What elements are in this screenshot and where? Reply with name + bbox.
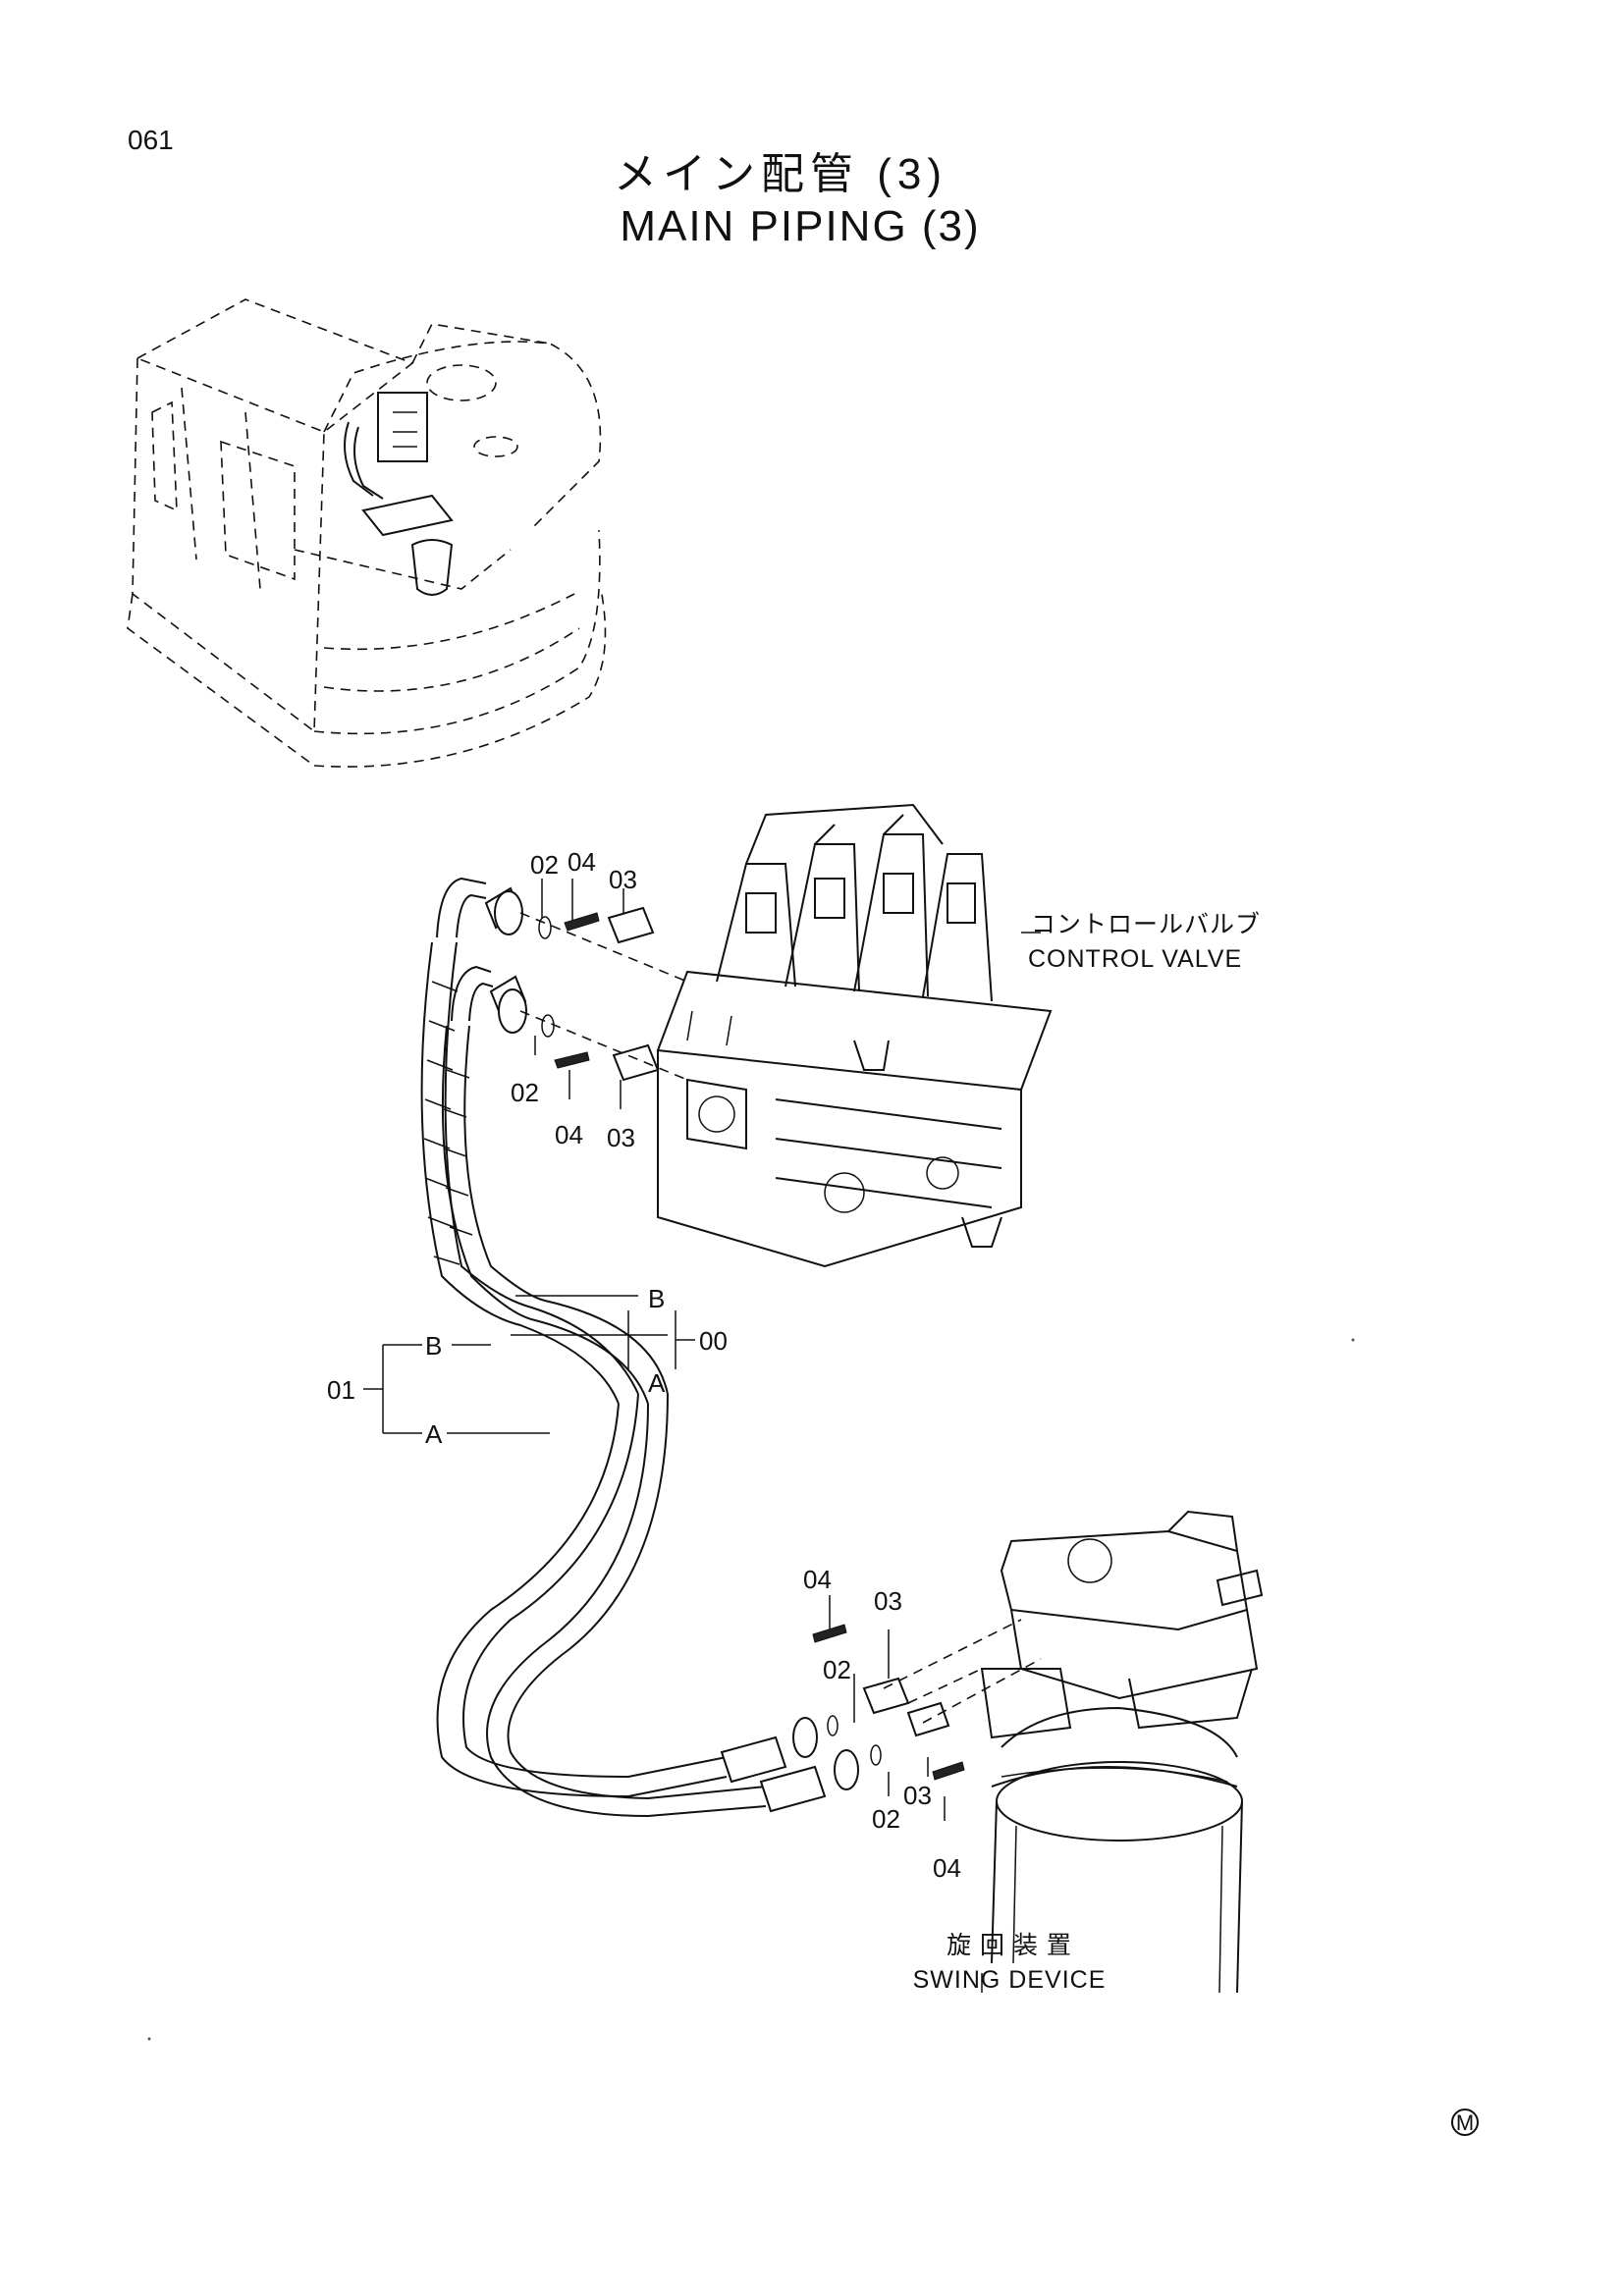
page-number: 061 [128, 125, 174, 155]
callout-lower-02-bottom: 02 [872, 1804, 900, 1834]
callout-lower-04-top: 04 [803, 1565, 832, 1594]
excavator-overview-illustration [127, 298, 607, 768]
upper-connection-hardware [494, 890, 688, 1082]
callout-hose-b-right: B [648, 1284, 665, 1313]
swing-device-illustration [980, 1510, 1264, 1994]
hose-assembly [420, 877, 827, 1818]
callout-assembly-00: 00 [699, 1326, 728, 1356]
control-valve-illustration [656, 803, 1053, 1268]
swing-device-label-english: SWING DEVICE [913, 1966, 1107, 1994]
lower-connection-hardware [792, 1619, 1042, 1790]
callout-mid-02: 02 [511, 1078, 539, 1107]
callout-mid-03: 03 [607, 1123, 635, 1152]
corner-mark-letter: M [1456, 2110, 1474, 2135]
control-valve-label-japanese: コントロールバルブ [1031, 911, 1261, 938]
callout-lower-03-bottom: 03 [903, 1781, 932, 1810]
callout-lower-02-left: 02 [823, 1655, 851, 1684]
callout-hose-a-right: A [648, 1368, 666, 1398]
callout-assembly-01: 01 [327, 1375, 355, 1405]
callout-hose-a-left: A [425, 1419, 443, 1449]
swing-device-label-japanese: 旋 回 装 置 [947, 1932, 1072, 1959]
callout-lower-04-bottom: 04 [933, 1853, 961, 1883]
callout-hose-b-left: B [425, 1331, 442, 1361]
callout-mid-04: 04 [555, 1120, 583, 1149]
callout-upper-02: 02 [530, 850, 559, 880]
title-english: MAIN PIPING (3) [620, 202, 980, 250]
callout-upper-04: 04 [568, 847, 596, 877]
callout-lower-03-top: 03 [874, 1586, 902, 1616]
title-japanese: メイン配管 (3) [614, 150, 947, 198]
callout-leaders [363, 879, 1041, 1993]
scan-dot [1351, 1338, 1355, 1342]
control-valve-label-english: CONTROL VALVE [1028, 945, 1242, 973]
callout-labels: 02 04 03 02 04 03 B A 00 B A 01 04 03 02… [327, 847, 961, 1883]
corner-mark: M [1451, 2109, 1479, 2136]
scan-dot [147, 2037, 151, 2041]
callout-upper-03: 03 [609, 865, 637, 894]
